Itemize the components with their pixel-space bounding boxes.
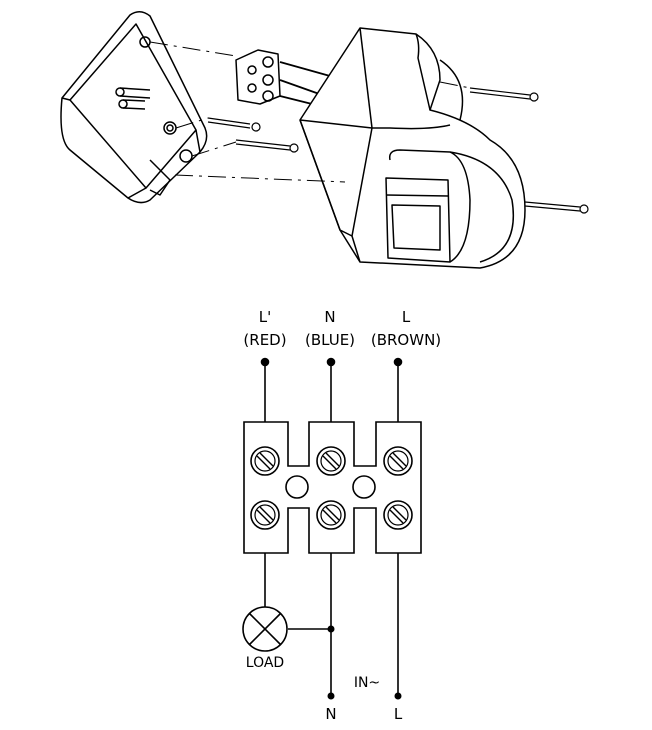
screw-bottom-middle (316, 500, 346, 530)
junction-dot (327, 625, 335, 633)
wire-left-endpoint (260, 357, 270, 367)
wire-middle-terminal-label: N (324, 308, 335, 326)
screw-top-right (383, 446, 413, 476)
wire-left-color-label: (RED) (243, 331, 286, 349)
screw-bottom-left (250, 500, 280, 530)
live-input-endpoint (394, 692, 402, 700)
wire-middle-color-label: (BLUE) (305, 331, 355, 349)
neutral-input-endpoint (327, 692, 335, 700)
wire-middle-endpoint (326, 357, 336, 367)
wire-right-terminal-label: L (402, 308, 411, 326)
wire-right-color-label: (BROWN) (371, 331, 441, 349)
sensor-housing (299, 27, 526, 269)
input-label: IN~ (354, 675, 380, 691)
live-input-label: L (394, 705, 403, 723)
wiring-schematic: L' (RED) N (BLUE) L (BROWN) (242, 308, 441, 723)
alignment-lines (149, 41, 471, 183)
mounting-base-plate (60, 11, 208, 204)
screws (207, 87, 589, 214)
wire-left-terminal-label: L' (259, 308, 271, 326)
block-hole-left (285, 475, 309, 499)
block-hole-right (352, 475, 376, 499)
exploded-view-illustration (60, 11, 589, 269)
load-label: LOAD (246, 655, 284, 671)
load-lamp-symbol (242, 606, 288, 652)
neutral-input-label: N (325, 705, 336, 723)
wire-right-endpoint (393, 357, 403, 367)
screw-top-left (250, 446, 280, 476)
screw-top-middle (316, 446, 346, 476)
screw-bottom-right (383, 500, 413, 530)
terminal-block-small (235, 49, 331, 107)
terminal-block (243, 421, 422, 554)
